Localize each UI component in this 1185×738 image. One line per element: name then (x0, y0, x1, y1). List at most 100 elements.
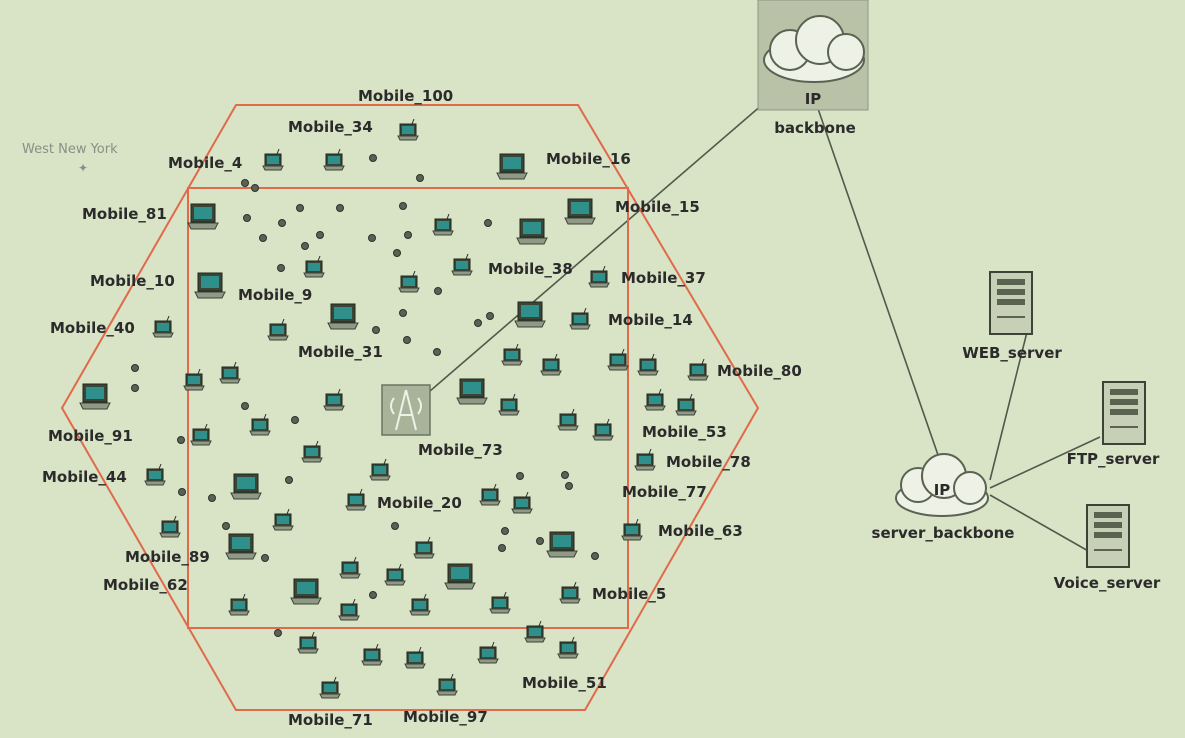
mobile-label: Mobile_38 (488, 260, 573, 278)
link-web (989, 327, 1029, 481)
mobile-label: Mobile_100 (358, 87, 453, 105)
base-station-icon[interactable] (381, 384, 431, 436)
laptop-icon[interactable] (303, 255, 325, 278)
laptop-icon[interactable] (79, 383, 111, 410)
server-backbone-ip-label: IP (934, 481, 951, 499)
mobile-label: Mobile_5 (592, 585, 666, 603)
laptop-icon[interactable] (152, 315, 174, 338)
laptop-icon[interactable] (477, 641, 499, 664)
mobile-label: Mobile_10 (90, 272, 175, 290)
laptop-icon[interactable] (404, 646, 426, 669)
laptop-icon[interactable] (516, 218, 548, 245)
mobile-label: Mobile_71 (288, 711, 373, 729)
mobile-label: Mobile_73 (418, 441, 503, 459)
mobile-label: Mobile_80 (717, 362, 802, 380)
link-ftp (989, 436, 1101, 489)
laptop-icon[interactable] (675, 393, 697, 416)
laptop-icon[interactable] (384, 563, 406, 586)
laptop-icon[interactable] (262, 148, 284, 171)
laptop-icon[interactable] (564, 198, 596, 225)
laptop-icon[interactable] (444, 563, 476, 590)
laptop-icon[interactable] (524, 620, 546, 643)
laptop-icon[interactable] (297, 631, 319, 654)
laptop-icon[interactable] (228, 593, 250, 616)
mobile-label: Mobile_62 (103, 576, 188, 594)
laptop-icon[interactable] (496, 153, 528, 180)
laptop-icon[interactable] (436, 673, 458, 696)
voice-server-icon[interactable] (1086, 504, 1130, 568)
laptop-icon[interactable] (323, 148, 345, 171)
link-backbone-serverbackbone (814, 99, 939, 456)
city-label: West New York (22, 142, 118, 157)
laptop-icon[interactable] (230, 473, 262, 500)
laptop-icon[interactable] (323, 388, 345, 411)
laptop-icon[interactable] (413, 536, 435, 559)
laptop-icon[interactable] (498, 393, 520, 416)
backbone-ip-label: IP (805, 90, 822, 108)
ftp-server-icon[interactable] (1102, 381, 1146, 445)
mobile-label: Mobile_16 (546, 150, 631, 168)
web-server-icon[interactable] (989, 271, 1033, 335)
laptop-icon[interactable] (607, 348, 629, 371)
laptop-icon[interactable] (687, 358, 709, 381)
laptop-icon[interactable] (301, 440, 323, 463)
cloud-icon (895, 453, 989, 517)
laptop-icon[interactable] (159, 515, 181, 538)
server-backbone-node[interactable]: IP (895, 453, 989, 517)
laptop-icon[interactable] (588, 265, 610, 288)
laptop-icon[interactable] (557, 408, 579, 431)
laptop-icon[interactable] (540, 353, 562, 376)
laptop-icon[interactable] (559, 581, 581, 604)
laptop-icon[interactable] (369, 458, 391, 481)
laptop-icon[interactable] (249, 413, 271, 436)
laptop-icon[interactable] (489, 591, 511, 614)
laptop-icon[interactable] (621, 518, 643, 541)
mobile-label: Mobile_81 (82, 205, 167, 223)
mobile-label: Mobile_40 (50, 319, 135, 337)
laptop-icon[interactable] (219, 361, 241, 384)
laptop-icon[interactable] (398, 270, 420, 293)
laptop-icon[interactable] (634, 448, 656, 471)
laptop-icon[interactable] (409, 593, 431, 616)
cloud-icon (763, 15, 865, 83)
laptop-icon[interactable] (272, 508, 294, 531)
laptop-icon[interactable] (501, 343, 523, 366)
laptop-icon[interactable] (546, 531, 578, 558)
laptop-icon[interactable] (637, 353, 659, 376)
laptop-icon[interactable] (456, 378, 488, 405)
mobile-labels: Mobile_100 Mobile_34 Mobile_4 Mobile_16 … (42, 87, 802, 729)
inner-zone-boundary (187, 187, 629, 629)
backbone-node[interactable]: IP (757, 0, 869, 111)
laptop-icon[interactable] (569, 307, 591, 330)
laptop-icon[interactable] (644, 388, 666, 411)
laptop-icon[interactable] (557, 636, 579, 659)
mobile-label: Mobile_4 (168, 154, 242, 172)
laptop-icon[interactable] (432, 213, 454, 236)
laptop-icon[interactable] (190, 423, 212, 446)
laptop-icon[interactable] (514, 301, 546, 328)
mobile-label: Mobile_31 (298, 343, 383, 361)
laptop-icon[interactable] (327, 303, 359, 330)
laptop-icon[interactable] (194, 272, 226, 299)
laptop-icon[interactable] (187, 203, 219, 230)
laptop-icon[interactable] (339, 556, 361, 579)
laptop-icon[interactable] (451, 253, 473, 276)
laptop-icon[interactable] (338, 598, 360, 621)
laptop-icon[interactable] (592, 418, 614, 441)
laptop-icon[interactable] (290, 578, 322, 605)
laptop-icon[interactable] (361, 643, 383, 666)
laptop-icon[interactable] (319, 676, 341, 699)
laptop-icon[interactable] (479, 483, 501, 506)
laptop-icon[interactable] (511, 491, 533, 514)
laptop-icon[interactable] (397, 118, 419, 141)
mobile-label: Mobile_37 (621, 269, 706, 287)
laptop-icon[interactable] (225, 533, 257, 560)
laptop-icon[interactable] (144, 463, 166, 486)
mobile-label: Mobile_51 (522, 674, 607, 692)
link-voice (989, 494, 1091, 553)
laptop-icon[interactable] (267, 318, 289, 341)
cell-boundary (60, 104, 760, 711)
mobile-label: Mobile_89 (125, 548, 210, 566)
laptop-icon[interactable] (345, 488, 367, 511)
